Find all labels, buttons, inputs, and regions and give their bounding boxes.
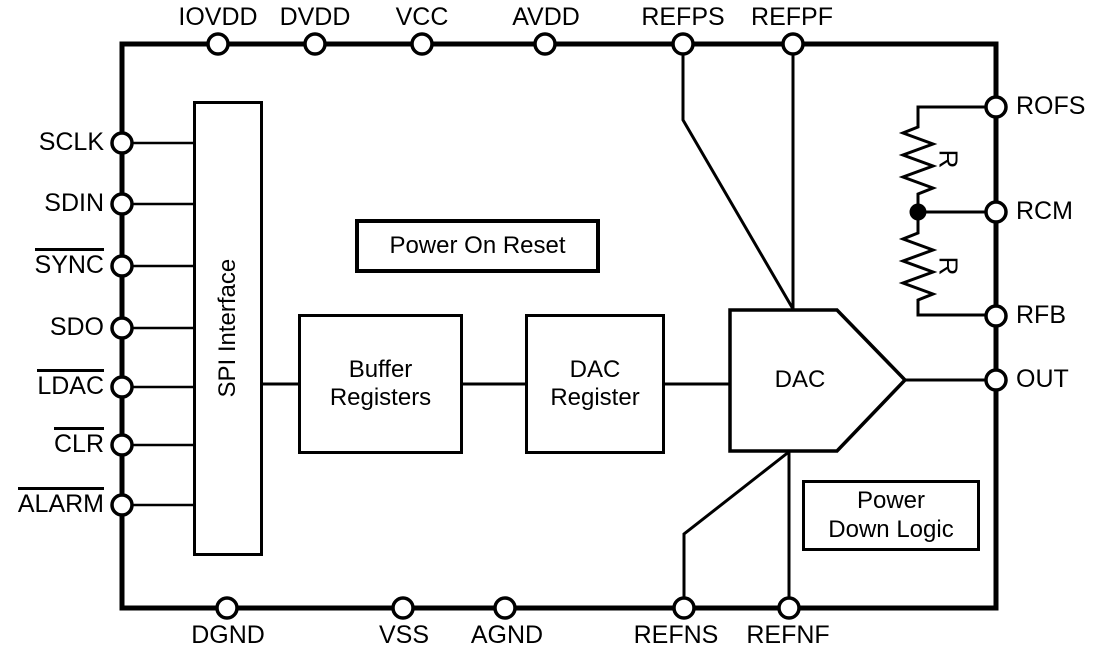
pin-label-ldac-text: LDAC <box>37 369 104 400</box>
left-pin-wires <box>122 141 194 507</box>
pin-refnf <box>777 596 801 620</box>
pin-label-rofs: ROFS <box>1016 92 1086 120</box>
dac-block-shape <box>728 308 908 453</box>
pin-iovdd <box>206 32 230 56</box>
pin-label-sdin: SDIN <box>0 190 104 217</box>
dac-label: DAC <box>774 365 826 393</box>
pin-label-alarm-text: ALARM <box>17 487 104 518</box>
pin-label-alarm: ALARM <box>0 487 104 518</box>
buffer-registers-block: Buffer Registers <box>298 314 463 454</box>
spi-interface-label: SPI Interface <box>213 259 241 398</box>
pin-label-clr: CLR <box>0 427 104 458</box>
pin-refpf <box>781 32 805 56</box>
pin-dgnd <box>215 596 239 620</box>
pin-label-refpf: REFPF <box>751 3 833 31</box>
pin-label-rcm: RCM <box>1016 197 1073 225</box>
pin-label-sclk: SCLK <box>0 129 104 156</box>
pin-label-agnd: AGND <box>470 621 544 649</box>
pin-avdd <box>533 32 557 56</box>
reference-wires <box>681 44 795 608</box>
pin-label-dgnd: DGND <box>191 621 265 649</box>
pin-label-refps: REFPS <box>641 3 725 31</box>
pin-rcm <box>984 200 1008 224</box>
buffer-registers-line1: Buffer <box>348 355 413 383</box>
pin-label-sdin-text: SDIN <box>44 189 104 217</box>
power-down-logic-line1: Power <box>856 487 926 515</box>
pin-label-ldac: LDAC <box>0 369 104 400</box>
buffer-registers-line2: Registers <box>329 384 432 411</box>
power-on-reset-label: Power On Reset <box>389 231 566 259</box>
dac-register-label: DAC Register <box>550 356 639 413</box>
refps-wire <box>681 44 795 310</box>
dac-register-line2: Register <box>550 384 640 411</box>
pin-refps <box>671 32 695 56</box>
dac-register-line1: DAC <box>569 355 621 383</box>
pin-label-rfb: RFB <box>1016 301 1066 329</box>
pin-sync <box>110 254 134 278</box>
pin-agnd <box>493 596 517 620</box>
pin-label-sdo-text: SDO <box>49 313 104 341</box>
pin-label-dvdd: DVDD <box>279 3 351 31</box>
pin-sdin <box>110 192 134 216</box>
junction-dot <box>909 203 927 221</box>
pin-label-clr-text: CLR <box>53 427 104 458</box>
pin-label-vcc: VCC <box>395 3 449 31</box>
resistor-top-label: R <box>933 149 964 169</box>
resistor-bottom-label: R <box>933 256 964 276</box>
pin-label-refnf: REFNF <box>746 621 830 649</box>
buffer-registers-label: Buffer Registers <box>330 356 431 413</box>
pin-ldac <box>110 375 134 399</box>
pin-sclk <box>110 131 134 155</box>
pin-label-sync: SYNC <box>0 248 104 279</box>
dac-register-block: DAC Register <box>525 314 665 454</box>
pin-label-iovdd: IOVDD <box>178 3 258 31</box>
pin-label-sdo: SDO <box>0 314 104 341</box>
power-down-logic-line2: Down Logic <box>828 515 954 543</box>
spi-interface-block: SPI Interface <box>193 101 263 556</box>
pin-sdo <box>110 316 134 340</box>
power-down-logic-label: Power Down Logic <box>828 487 953 544</box>
refns-wire <box>682 449 791 608</box>
pin-label-vss: VSS <box>378 621 430 649</box>
signal-chain-wires <box>263 378 996 386</box>
pin-vss <box>391 596 415 620</box>
pin-dvdd <box>303 32 327 56</box>
pin-rofs <box>984 95 1008 119</box>
power-down-logic-block: Power Down Logic <box>802 480 980 551</box>
pin-out <box>984 368 1008 392</box>
pin-rfb <box>984 304 1008 328</box>
pin-label-out: OUT <box>1016 365 1069 393</box>
pin-label-sync-text: SYNC <box>34 248 104 279</box>
dac-label-holder: DAC <box>752 364 848 396</box>
power-on-reset-block: Power On Reset <box>355 219 600 273</box>
pin-circles <box>110 32 1008 620</box>
pin-label-refns: REFNS <box>633 621 719 649</box>
pin-vcc <box>410 32 434 56</box>
pin-label-sclk-text: SCLK <box>38 128 104 156</box>
pin-label-avdd: AVDD <box>512 3 580 31</box>
pin-alarm <box>110 493 134 517</box>
pin-clr <box>110 433 134 457</box>
pin-refns <box>672 596 696 620</box>
